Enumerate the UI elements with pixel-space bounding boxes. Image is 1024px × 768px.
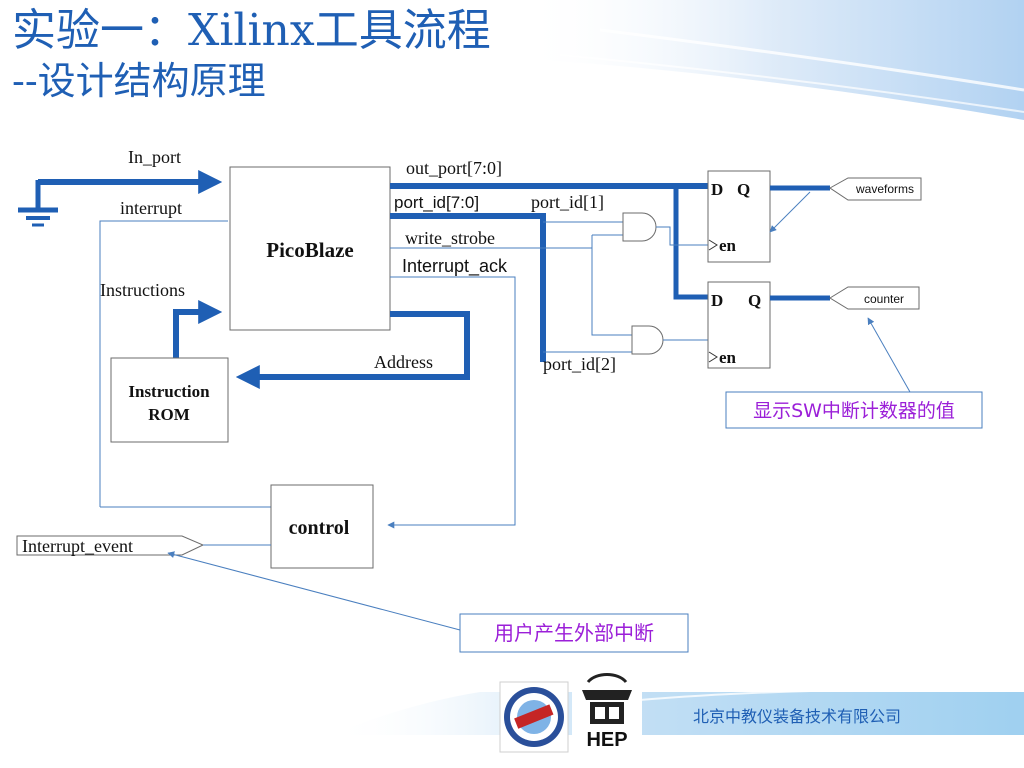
counter-callout-pointer (867, 317, 911, 393)
and-gate-1-out (656, 226, 708, 246)
ff2-q-label: Q (748, 291, 761, 310)
instructions-bus (173, 300, 223, 358)
instruction-rom-label-1: Instruction (128, 382, 210, 401)
flip-flop-1[interactable] (707, 170, 771, 263)
instructions-label: Instructions (100, 280, 185, 300)
user-interrupt-callout-box (459, 613, 689, 653)
counter-port (829, 286, 920, 310)
and-gate-1 (622, 212, 657, 242)
and-gate-2 (631, 325, 664, 355)
in-port-label: In_port (128, 147, 181, 167)
slide-title: 实验一：Xilinx工具流程 (12, 5, 491, 56)
waveforms-port (829, 177, 922, 201)
ff1-en-label: en (719, 236, 737, 255)
ff1-clock-marker (708, 239, 718, 251)
picoblaze-block[interactable] (229, 166, 391, 331)
address-bus (235, 311, 470, 389)
waveforms-label: waveforms (855, 182, 914, 196)
interrupt-ack-wire (387, 276, 516, 529)
counter-callout-box (725, 391, 983, 429)
waveforms-pointer (769, 191, 811, 233)
ff1-d-label: D (711, 180, 723, 199)
ff2-clock-marker (708, 351, 718, 363)
control-label: control (289, 517, 350, 539)
out-port-label: out_port[7:0] (406, 158, 502, 178)
control-block[interactable] (270, 484, 374, 569)
ff2-en-label: en (719, 348, 737, 367)
instruction-rom-label-2: ROM (148, 405, 190, 424)
interrupt-event-port (16, 535, 205, 556)
interrupt-wire (99, 220, 228, 507)
instruction-rom-block[interactable] (110, 357, 229, 443)
port-id-1-label: port_id[1] (531, 192, 604, 212)
interrupt-event-label: Interrupt_event (22, 536, 133, 556)
write-strobe-label: write_strobe (405, 228, 495, 248)
ff1-q-label: Q (737, 180, 750, 199)
ff2-d-label: D (711, 291, 723, 310)
port-id-2-label: port_id[2] (543, 354, 616, 374)
flip-flop-2[interactable] (707, 281, 771, 369)
user-interrupt-callout-text: 用户产生外部中断 (494, 621, 654, 645)
header-decoration (520, 0, 1024, 120)
port-id-bus (390, 213, 546, 362)
address-label: Address (374, 352, 433, 372)
counter-callout-text: 显示SW中断计数器的值 (753, 400, 955, 422)
counter-label: counter (864, 292, 904, 306)
user-interrupt-pointer (167, 551, 461, 631)
xilinx-university-logo (499, 681, 569, 753)
hep-logo: HEP (572, 668, 642, 752)
port-id-label: port_id[7:0] (394, 193, 479, 212)
footer-band (330, 688, 1024, 735)
hep-label: HEP (586, 729, 627, 751)
interrupt-ack-label: Interrupt_ack (402, 256, 508, 277)
slide-subtitle: --设计结构原理 (12, 59, 266, 103)
picoblaze-label: PicoBlaze (266, 238, 353, 262)
interrupt-label: interrupt (120, 198, 182, 218)
out-port-branch (673, 186, 708, 300)
ground-icon (18, 180, 58, 227)
footer-company: 北京中教仪装备技术有限公司 (693, 707, 901, 726)
write-strobe-fork (591, 235, 632, 336)
